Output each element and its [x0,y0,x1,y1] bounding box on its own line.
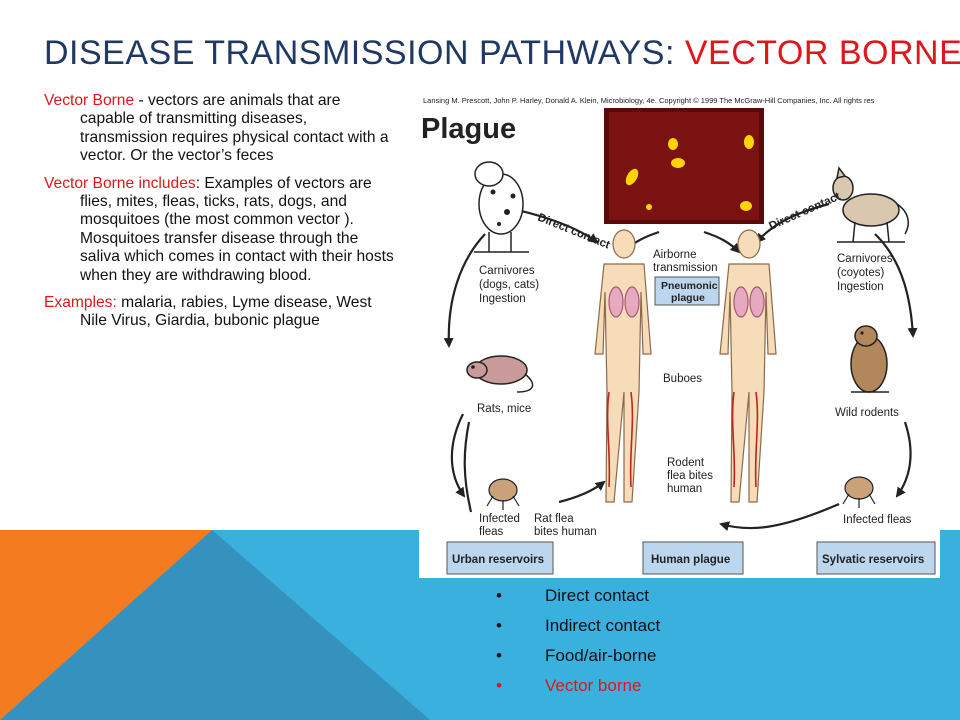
flea-right-illustration [842,476,876,508]
arrow-left-top [443,233,486,348]
bullet-marker: • [496,646,502,665]
paragraph-label: Vector Borne includes [44,174,196,192]
label-rats-mice: Rats, mice [477,403,531,415]
paragraph-includes: Vector Borne includes: Examples of vecto… [44,175,394,285]
label-direct-contact-right: Direct contact [767,191,842,233]
bullet-marker: • [496,676,502,695]
list-item-text: Indirect contact [545,616,661,635]
title-main: DISEASE TRANSMISSION PATHWAYS [44,34,665,72]
flea-left-illustration [486,478,520,510]
title-accent: VECTOR BORNE [684,34,960,72]
figure-copyright: Lansing M. Prescott, John P. Harley, Don… [423,96,875,105]
paragraph-label: Vector Borne [44,92,135,109]
label-carnivores-left: Carnivores (dogs, cats) Ingestion [479,265,542,305]
label-line: fleas [479,526,504,538]
list-item-text: Vector borne [545,676,642,695]
label-line: Ingestion [837,281,884,293]
paragraph-text: - vectors are animals that are capable o… [80,92,389,165]
label-wild-rodents: Wild rodents [835,407,899,419]
label-rat-flea: Rat flea bites human [534,513,597,538]
label-sylvatic-reservoirs: Sylvatic reservoirs [822,554,924,566]
transmission-list: • Direct contact • Indirect contact • Food/… [496,584,660,704]
list-item: • Food/air-borne [496,644,660,674]
figure-heading: Plague [421,113,516,145]
arrow-airborne-right [703,230,741,254]
label-line: Rat flea [534,513,574,525]
paragraph-text: malaria, rabies, Lyme disease, West Nile… [80,294,372,330]
list-item: • Vector borne [496,674,660,704]
label-infected-fleas-right: Infected fleas [843,514,912,526]
arrow-right-middle [895,421,912,498]
slide-title: DISEASE TRANSMISSION PATHWAYS: VECTOR BO… [44,34,960,73]
sylvatic-reservoirs-box: Sylvatic reservoirs [816,541,936,575]
label-infected-fleas-left: Infected fleas [479,513,523,538]
list-item: • Direct contact [496,584,660,614]
rat-illustration [466,355,534,393]
arrow-right-top [874,233,918,338]
label-line: plague [671,292,705,304]
label-line: human [667,483,702,495]
label-airborne: Airborne transmission [653,249,718,274]
label-carnivores-right: Carnivores (coyotes) Ingestion [837,253,896,293]
list-item: • Indirect contact [496,614,660,644]
pneumonic-plague-box: Pneumonic plague [654,276,721,306]
coyote-illustration [832,166,910,243]
bullet-marker: • [496,586,502,605]
bg-blue-dark-triangle [0,530,430,720]
label-direct-contact-left: Direct contact [536,212,612,252]
label-line: (dogs, cats) [479,279,539,291]
title-separator: : [664,34,685,72]
human-figure-left [594,229,652,503]
bg-orange-triangle [0,530,212,720]
arrow-bottom-center [719,502,840,532]
label-buboes: Buboes [663,373,702,385]
dog-illustration [474,161,529,253]
paragraph-vector-borne: Vector Borne - vectors are animals that … [44,92,394,166]
label-rodent-flea: Rodent flea bites human [667,457,716,495]
paragraph-examples: Examples: malaria, rabies, Lyme disease,… [44,294,394,331]
label-urban-reservoirs: Urban reservoirs [452,554,544,566]
urban-reservoirs-box: Urban reservoirs [446,541,554,575]
label-line: Airborne [653,249,696,261]
human-plague-box: Human plague [642,541,744,575]
arrow-left-middle [450,413,466,498]
label-line: Pneumonic [661,280,718,292]
label-line: Infected [479,513,520,525]
plague-diagram: Lansing M. Prescott, John P. Harley, Don… [419,92,940,578]
label-human-plague: Human plague [651,554,730,566]
arrow-left-bottom [463,421,473,513]
wild-rodent-illustration [850,325,889,393]
label-line: transmission [653,262,718,274]
body-text: Vector Borne - vectors are animals that … [44,92,394,340]
paragraph-label: Examples: [44,294,117,312]
label-line: Rodent [667,457,705,469]
label-line: Carnivores [479,265,535,277]
arrow-rat-flea [558,480,606,504]
bullet-marker: • [496,616,502,635]
list-item-text: Direct contact [545,586,649,605]
human-figure-right [719,229,777,503]
micrograph-image [604,108,764,224]
paragraph-text: : Examples of vectors are flies, mites, … [80,174,394,284]
label-line: Carnivores [837,253,893,265]
label-line: (coyotes) [837,267,884,279]
cycle-arrows [443,202,918,532]
label-line: bites human [534,526,597,538]
svg-text:Pneumonic plague: Pneumonic plague [661,280,721,304]
list-item-text: Food/air-borne [545,646,657,665]
label-line: Ingestion [479,293,526,305]
label-line: flea bites [667,470,713,482]
arrow-direct-right [755,202,830,244]
